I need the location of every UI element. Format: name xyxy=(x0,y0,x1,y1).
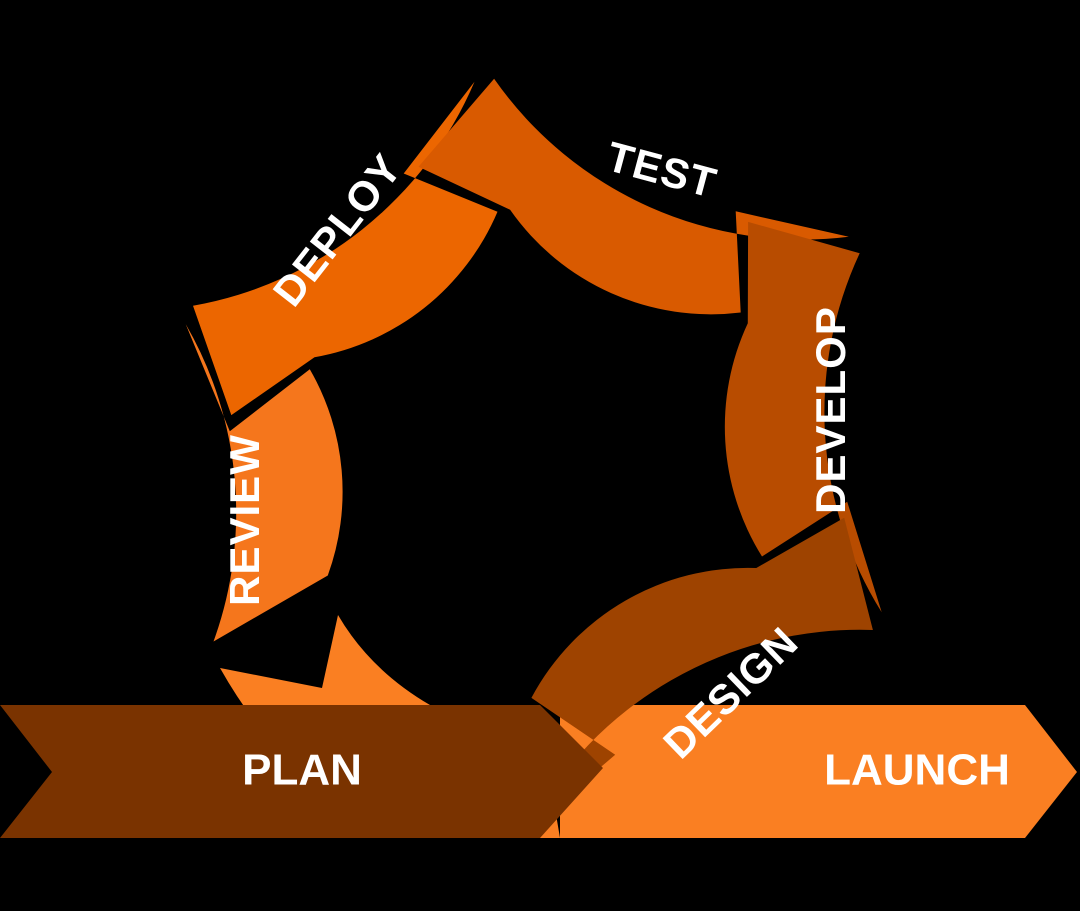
review-label: REVIEW xyxy=(221,434,268,606)
review-segment xyxy=(185,324,343,642)
launch-label: LAUNCH xyxy=(824,746,1010,795)
develop-segment xyxy=(724,221,882,613)
test-segment xyxy=(418,78,849,315)
plan-label: PLAN xyxy=(242,746,362,795)
develop-label: DEVELOP xyxy=(807,306,854,514)
launch-arrow xyxy=(560,705,1077,838)
design-segment xyxy=(526,517,873,830)
plan-arrow xyxy=(0,705,603,838)
